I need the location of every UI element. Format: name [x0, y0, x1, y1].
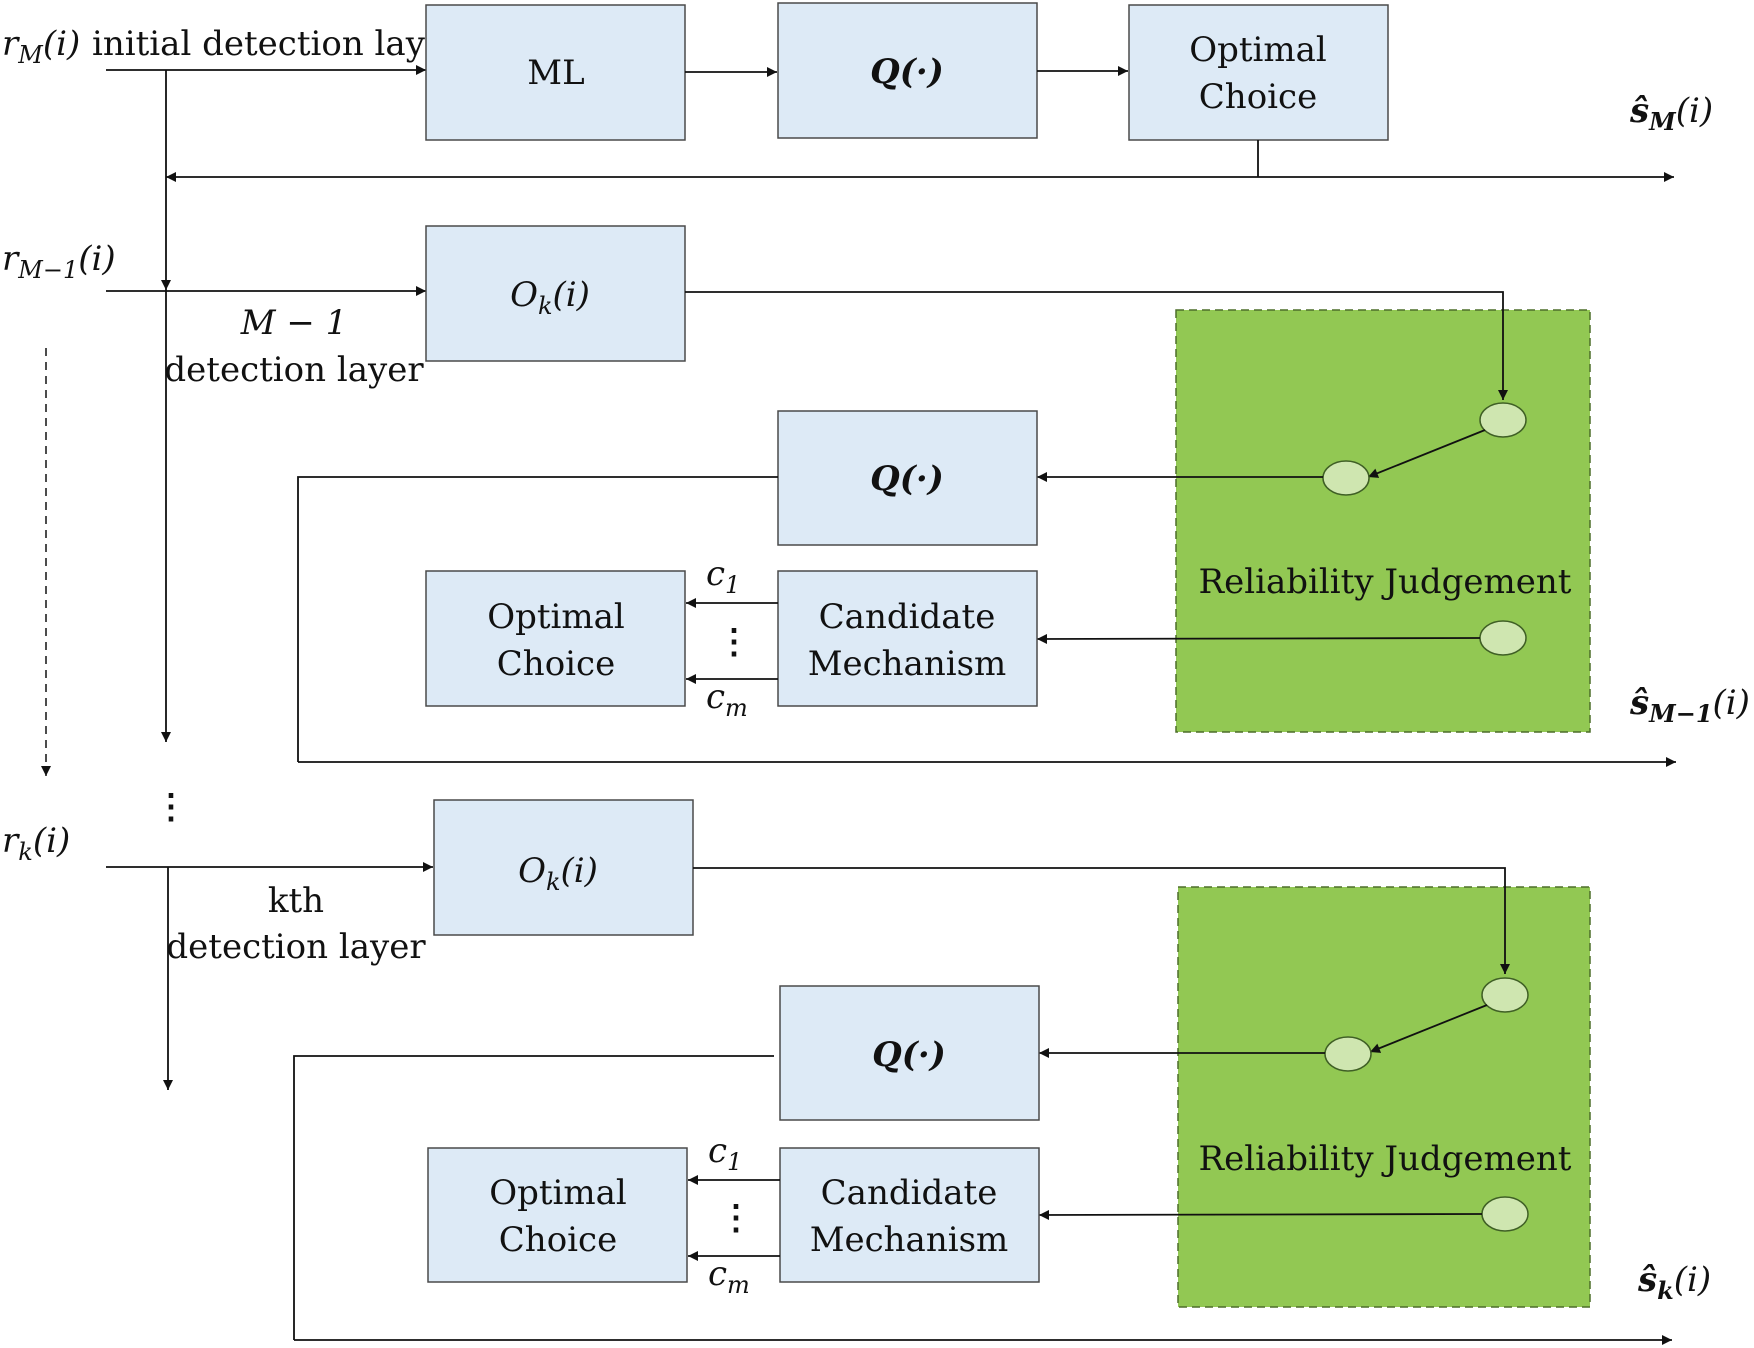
- layer-label-middle-1: M − 1: [240, 303, 348, 343]
- c1-label-bottom: c1: [708, 1131, 742, 1176]
- s-k-label: ŝk(i): [1637, 1260, 1711, 1305]
- optimal-line2-middle: Choice: [497, 644, 615, 684]
- switch-arm-bottom: [1369, 1004, 1488, 1053]
- initial-layer-label: initial detection layer: [92, 24, 462, 64]
- reliability-label-middle: Reliability Judgement: [1199, 562, 1572, 602]
- optimal-choice-box-bottom: [427, 1147, 688, 1283]
- vdots-bottom: ⋮: [719, 1198, 753, 1238]
- optimal-line1-middle: Optimal: [487, 597, 625, 637]
- reliability-judgement-bottom: [1177, 886, 1591, 1308]
- switch-arm-middle: [1367, 429, 1486, 478]
- optimal-line1-bottom: Optimal: [489, 1173, 627, 1213]
- candidate-box-middle: [777, 570, 1038, 707]
- r-m1-label: rM−1(i): [2, 239, 116, 284]
- s-m-label: ŝM(i): [1629, 91, 1713, 136]
- cm-label-bottom: cm: [708, 1254, 750, 1299]
- optimal-line2-top: Choice: [1199, 77, 1317, 117]
- cm-label-middle: cm: [706, 677, 748, 722]
- quantizer-label-bottom: Q(·): [872, 1035, 946, 1075]
- quantizer-label-middle: Q(·): [870, 459, 944, 499]
- candidate-box-bottom: [779, 1147, 1040, 1283]
- candidate-line1-middle: Candidate: [819, 597, 996, 637]
- q-output-wire-middle: [297, 476, 778, 762]
- ml-label: ML: [527, 53, 584, 93]
- r-m-label: rM(i): [2, 24, 80, 69]
- optimal-choice-box-top: [1128, 4, 1389, 141]
- layer-label-middle-2: detection layer: [164, 350, 424, 390]
- order-box-middle: [425, 225, 686, 362]
- candidate-line1-bottom: Candidate: [821, 1173, 998, 1213]
- quantizer-box-bottom: [779, 985, 1040, 1121]
- quantizer-box-middle: [777, 410, 1038, 546]
- s-m1-label: ŝM−1(i): [1629, 683, 1750, 728]
- candidate-node-middle: [1479, 620, 1527, 656]
- optimal-line2-bottom: Choice: [499, 1220, 617, 1260]
- layer-label-bottom-1: kth: [268, 881, 324, 921]
- reliability-label-bottom: Reliability Judgement: [1199, 1139, 1572, 1179]
- quantizer-label-top: Q(·): [870, 52, 944, 92]
- node-to-candidate-middle: [1036, 633, 1481, 644]
- switch-node-in-middle: [1479, 402, 1527, 438]
- order-to-switch-middle: [685, 291, 1508, 400]
- candidate-node-bottom: [1481, 1196, 1529, 1232]
- ml-box: [425, 4, 686, 141]
- q-output-wire-bottom: [293, 1055, 774, 1340]
- optimal-choice-box-middle: [425, 570, 686, 707]
- reliability-judgement-middle: [1175, 309, 1591, 733]
- candidate-line2-middle: Mechanism: [808, 644, 1007, 684]
- switch-node-in-bottom: [1481, 977, 1529, 1013]
- switch-node-out-middle: [1322, 460, 1370, 496]
- order-box-bottom: [433, 799, 694, 936]
- order-label-middle: Ok(i): [510, 275, 590, 320]
- layer-label-bottom-2: detection layer: [166, 927, 426, 967]
- quantizer-box-top: [777, 2, 1038, 139]
- switch-node-out-bottom: [1324, 1036, 1372, 1072]
- vdots-layers: ⋮: [154, 787, 188, 827]
- r-k-label: rk(i): [2, 821, 70, 866]
- node-to-candidate-bottom: [1038, 1209, 1483, 1220]
- order-to-switch-bottom: [693, 867, 1510, 974]
- optimal-line1-top: Optimal: [1189, 30, 1327, 70]
- c1-label-middle: c1: [706, 554, 740, 599]
- candidate-line2-bottom: Mechanism: [810, 1220, 1009, 1260]
- vdots-middle: ⋮: [717, 622, 751, 662]
- order-label-bottom: Ok(i): [518, 851, 598, 896]
